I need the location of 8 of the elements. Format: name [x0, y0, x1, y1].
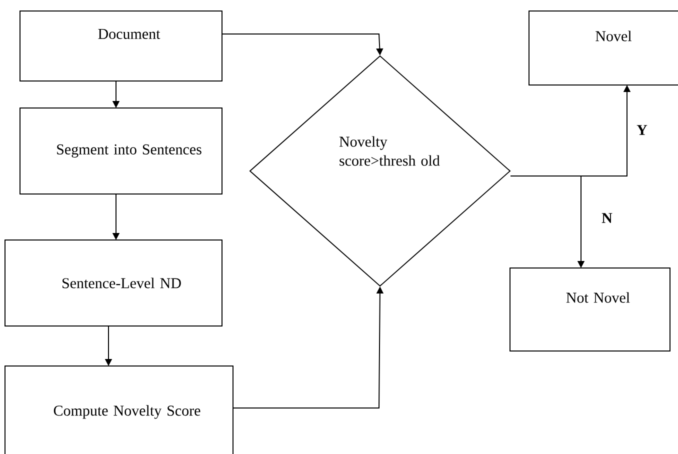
process-box: Not Novel — [510, 268, 670, 352]
process-box: Novel — [528, 10, 678, 86]
process-box: Compute Novelty Score — [4, 366, 234, 454]
process-box: Sentence-Level ND — [4, 240, 222, 326]
edge-label: N — [602, 213, 612, 223]
process-box: Segment into Sentences — [20, 108, 222, 194]
edge-label: Y — [636, 125, 648, 135]
process-box: Document — [20, 10, 222, 82]
